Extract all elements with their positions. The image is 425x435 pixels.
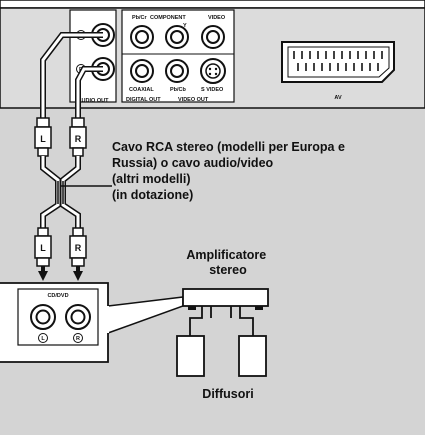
amplifier-label-line-2: stereo	[209, 263, 247, 277]
cd-dvd-label: CD/DVD	[47, 293, 68, 299]
scart-connector	[281, 41, 395, 83]
amp-jack-r-label: R	[76, 336, 80, 342]
audio-out-label: AUDIO OUT	[78, 98, 110, 104]
speaker-icon	[238, 335, 267, 377]
y-label: Y	[183, 23, 187, 29]
cable-caption-line-1: Cavo RCA stereo (modelli per Europa e	[112, 140, 345, 154]
speaker-wires	[189, 306, 254, 336]
player-top-edge	[0, 0, 425, 9]
digital-out-label: DIGITAL OUT	[126, 97, 161, 103]
y-jack	[165, 25, 189, 49]
amplifier-icon	[182, 288, 269, 310]
bottom-plug-l-label: L	[40, 243, 46, 253]
amp-jack-r: R	[65, 304, 91, 343]
bottom-plug-r-label: R	[75, 243, 82, 253]
pb-cr-jack	[130, 25, 154, 49]
video-out-label: VIDEO OUT	[178, 97, 209, 103]
pb-cb-label: Pb/Cb	[170, 87, 187, 93]
pb-cr-label: Pb/Cr	[132, 15, 148, 21]
speakers-label: Diffusori	[202, 387, 253, 401]
cable-top	[40, 32, 103, 118]
arrow-down-icon	[38, 271, 83, 281]
bottom-plug-r: R	[69, 227, 87, 271]
top-plug-l: L	[34, 117, 52, 157]
speaker-icon	[176, 335, 205, 377]
cable-caption: Cavo RCA stereo (modelli per Europa e Ru…	[112, 140, 348, 202]
top-plug-r-label: R	[75, 134, 82, 144]
video-jack	[201, 25, 225, 49]
player-rear-panel: L R AUDIO OUT Pb/Cr COMPONENT Y VIDEO	[0, 0, 425, 109]
cable-caption-line-2: Russia) o cavo audio/video	[112, 156, 274, 170]
top-plug-r: R	[69, 117, 87, 157]
amp-jack-l-label: L	[41, 336, 45, 342]
pb-cb-jack	[165, 59, 189, 83]
cable-caption-line-3: (altri modelli)	[112, 172, 190, 186]
amp-jack-l: L	[30, 304, 56, 343]
amplifier-label-line-1: Amplificatore	[186, 248, 266, 262]
coaxial-label: COAXIAL	[129, 87, 154, 93]
av-label: AV	[334, 95, 342, 101]
component-label: COMPONENT	[150, 15, 186, 21]
amp-input-panel: CD/DVD L R	[0, 282, 184, 363]
cable-caption-line-4: (in dotazione)	[112, 188, 193, 202]
top-plug-l-label: L	[40, 134, 46, 144]
coaxial-jack	[130, 59, 154, 83]
s-video-jack	[200, 58, 226, 84]
s-video-label: S VIDEO	[201, 87, 224, 93]
amplifier-label: Amplificatore stereo	[186, 248, 269, 277]
cable-body	[40, 156, 81, 228]
video-label: VIDEO	[208, 15, 226, 21]
bottom-plug-l: L	[34, 227, 52, 271]
